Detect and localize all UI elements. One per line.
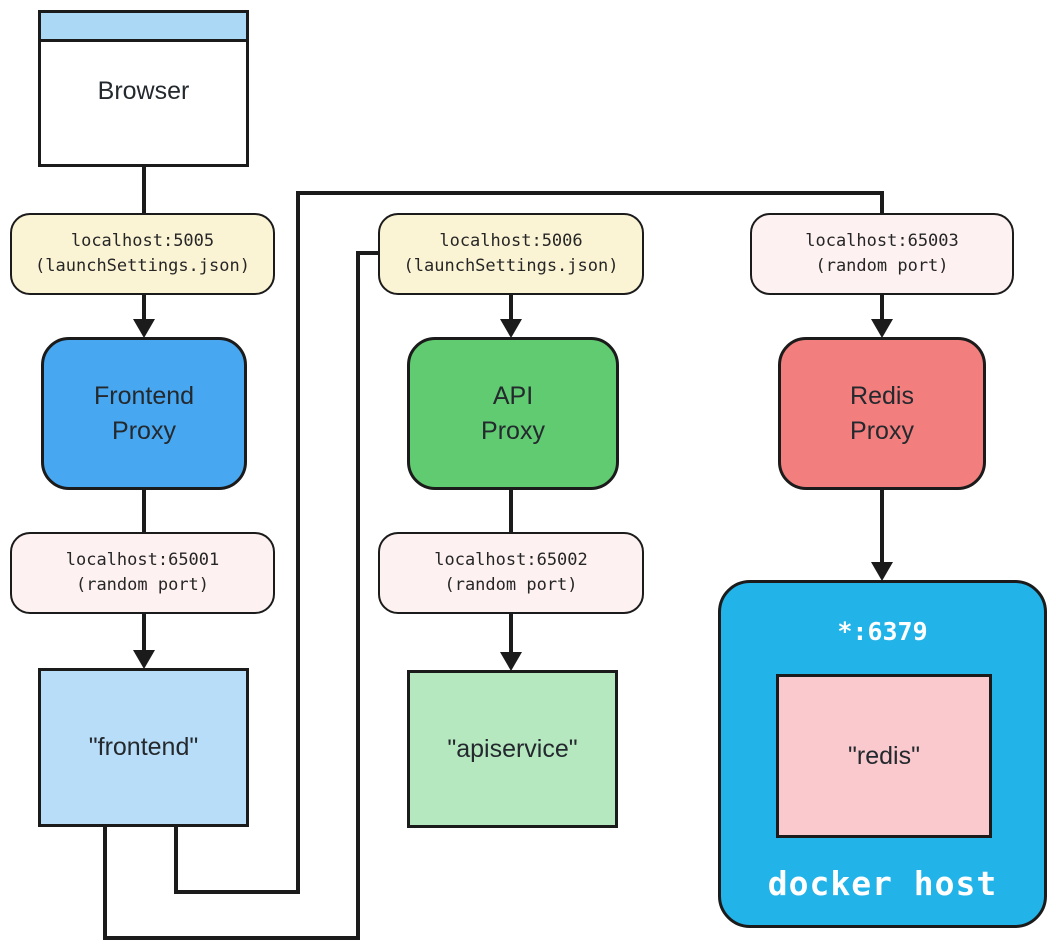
port-label-localhost-65002: localhost:65002 (random port) [378, 532, 644, 614]
arrowhead-apiservice [500, 652, 522, 671]
redis-proxy-label-line1: Redis [850, 381, 914, 410]
apiservice-service-box: "apiservice" [407, 670, 618, 828]
api-proxy-label-line1: API [492, 381, 534, 410]
docker-host-box: *:6379 "redis" docker host [718, 580, 1047, 928]
api-proxy-box: API Proxy [407, 337, 619, 490]
frontend-service-box: "frontend" [38, 668, 249, 827]
port-label-localhost-65003: localhost:65003 (random port) [750, 213, 1014, 295]
port-label-line1: localhost:65003 [805, 230, 959, 251]
arrowhead-frontend-service [133, 650, 155, 669]
port-label-line2: (launchSettings.json) [403, 256, 619, 276]
port-label-line2: (random port) [75, 575, 210, 595]
port-label-localhost-5005: localhost:5005 (launchSettings.json) [10, 213, 275, 295]
frontend-proxy-label-line1: Frontend [93, 381, 195, 410]
edge-frontend-service-to-api-ingress [103, 251, 378, 940]
arrowhead-api-proxy [500, 319, 522, 338]
frontend-service-label: "frontend" [88, 733, 199, 761]
redis-service-label: "redis" [848, 741, 920, 770]
browser-window: Browser [38, 10, 249, 167]
api-proxy-label-line2: Proxy [481, 416, 545, 445]
port-label-line2: (random port) [815, 256, 949, 276]
arrowhead-redis-proxy [871, 319, 893, 338]
arrowhead-frontend-proxy [133, 319, 155, 338]
port-label-localhost-65001: localhost:65001 (random port) [10, 532, 275, 614]
port-label-line2: (launchSettings.json) [35, 256, 250, 276]
port-label-line1: localhost:65002 [434, 549, 588, 570]
redis-proxy-box: Redis Proxy [778, 337, 986, 490]
frontend-proxy-box: Frontend Proxy [41, 337, 247, 490]
port-label-line1: localhost:5006 [439, 230, 583, 251]
port-label-line2: (random port) [444, 575, 578, 595]
browser-label: Browser [97, 76, 190, 105]
redis-service-box: "redis" [776, 674, 992, 838]
docker-host-label: docker host [767, 864, 998, 903]
port-label-line1: localhost:5005 [70, 230, 215, 251]
docker-port-label: *:6379 [837, 617, 928, 646]
port-label-line1: localhost:65001 [65, 549, 220, 570]
arrowhead-docker-host [871, 562, 893, 581]
redis-proxy-label-line2: Proxy [850, 416, 914, 445]
apiservice-service-label: "apiservice" [447, 734, 578, 763]
frontend-proxy-label-line2: Proxy [112, 416, 176, 445]
port-label-localhost-5006: localhost:5006 (launchSettings.json) [378, 213, 644, 295]
browser-titlebar [41, 13, 246, 42]
edge-frontend-service-to-redis-ingress [174, 191, 884, 894]
